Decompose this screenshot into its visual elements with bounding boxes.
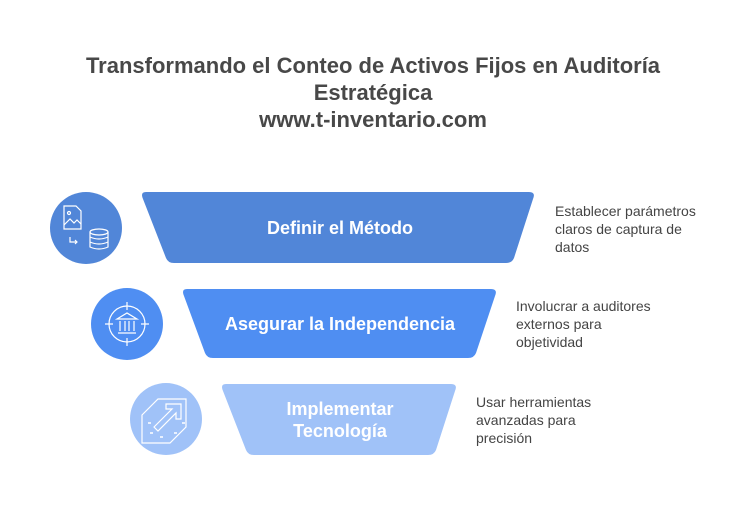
title-line-1: Transformando el Conteo de Activos Fijos… xyxy=(85,53,661,78)
description-line: objetividad xyxy=(516,334,583,350)
description-line: datos xyxy=(555,239,590,255)
title-website: www.t-inventario.com xyxy=(259,107,487,132)
stage-2-label: Asegurar la Independencia xyxy=(224,313,456,334)
description-line: externos para xyxy=(516,316,602,332)
page-title: Transformando el Conteo de Activos Fijos… xyxy=(0,52,746,133)
image-to-database-icon xyxy=(50,192,122,264)
stage-3-label-line-2: Tecnología xyxy=(293,420,387,441)
growth-arrow-icon xyxy=(130,383,202,455)
description-line: precisión xyxy=(476,430,533,446)
description-line: Usar herramientas xyxy=(476,394,592,410)
stage-3-label-line-1: Implementar xyxy=(286,398,394,419)
description-line: Establecer parámetros xyxy=(555,203,696,219)
description-line: Involucrar a auditores xyxy=(516,298,651,314)
stage-1-description: Establecer parámetros claros de captura … xyxy=(555,202,696,256)
funnel-stage-3 xyxy=(222,384,456,455)
stage-1-label: Definir el Método xyxy=(266,217,413,238)
description-line: avanzadas para xyxy=(476,412,576,428)
stage-3-label: Implementar Tecnología xyxy=(246,384,434,455)
bank-target-icon xyxy=(91,288,163,360)
funnel-stage-2 xyxy=(183,289,496,358)
stage-3-description: Usar herramientas avanzadas para precisi… xyxy=(476,393,591,447)
title-line-2: Estratégica xyxy=(313,80,433,105)
stage-2-description: Involucrar a auditores externos para obj… xyxy=(516,297,651,351)
funnel-stage-1 xyxy=(142,192,534,263)
description-line: claros de captura de xyxy=(555,221,682,237)
